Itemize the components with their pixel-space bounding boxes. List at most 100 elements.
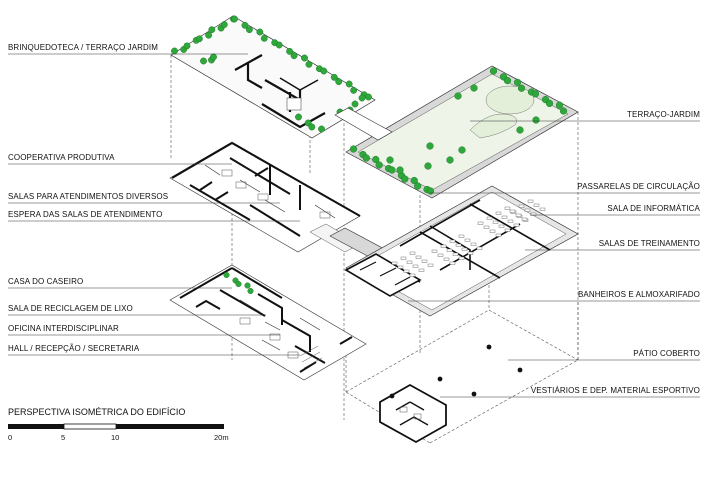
tree-icon — [559, 107, 568, 115]
desk — [509, 209, 516, 213]
desk — [521, 217, 528, 221]
desk — [397, 265, 404, 269]
desk — [504, 206, 511, 210]
scale-tick-20: 20m — [214, 433, 229, 442]
tree-icon — [256, 28, 264, 36]
tree-icon — [410, 176, 418, 185]
tree-icon — [454, 92, 462, 100]
tree-icon — [426, 142, 434, 150]
tree-icon — [517, 84, 526, 92]
desk — [464, 238, 471, 242]
tree-icon — [260, 34, 268, 42]
patio-columns — [389, 344, 523, 399]
tree-icon — [426, 187, 435, 195]
tree-icon — [286, 47, 294, 55]
tree-icon — [244, 282, 251, 289]
desk — [539, 207, 546, 211]
tree-icon — [375, 161, 383, 169]
tree-icon — [195, 35, 203, 43]
floor-vestiarios — [379, 383, 447, 444]
label-treinamento: SALAS DE TREINAMENTO — [598, 239, 700, 248]
tree-icon — [388, 166, 396, 174]
label-passarelas: PASSARELAS DE CIRCULAÇÃO — [577, 182, 700, 191]
label-casa-caseiro: CASA DO CASEIRO — [8, 277, 84, 286]
desk — [449, 239, 456, 243]
tree-icon — [183, 42, 191, 50]
desk — [409, 251, 416, 255]
label-terraco-jardim: TERRAÇO-JARDIM — [627, 110, 700, 119]
tree-icon — [305, 60, 313, 68]
tree-icon — [245, 26, 253, 34]
tree-icon — [235, 281, 242, 288]
tree-icon — [220, 21, 228, 28]
desk — [391, 261, 398, 265]
tree-icon — [365, 93, 372, 101]
tree-icon — [372, 155, 380, 164]
label-oficina: OFICINA INTERDISCIPLINAR — [8, 324, 119, 333]
tree-icon — [351, 100, 359, 108]
tree-icon — [210, 53, 217, 61]
tree-icon — [308, 123, 316, 131]
desk — [507, 219, 514, 223]
label-espera: ESPERA DAS SALAS DE ATENDIMENTO — [8, 210, 163, 219]
leader-lines — [8, 53, 700, 398]
tree-icon — [396, 166, 404, 174]
label-cooperativa: COOPERATIVA PRODUTIVA — [8, 153, 115, 162]
desk — [415, 255, 422, 259]
tree-icon — [516, 126, 524, 134]
desk — [486, 216, 493, 220]
scale-bar — [8, 423, 224, 430]
desk — [449, 261, 456, 265]
desk — [495, 233, 502, 237]
tree-icon — [350, 86, 358, 94]
floor-level1-left — [169, 264, 367, 381]
tree-icon — [241, 21, 249, 29]
tree-icon — [424, 162, 432, 170]
desk — [515, 213, 522, 217]
desk — [467, 251, 474, 255]
tree-icon — [320, 67, 328, 75]
scale-tick-0: 0 — [8, 433, 13, 442]
desk — [427, 263, 434, 267]
tree-icon — [330, 73, 338, 81]
label-vestiarios: VESTIÁRIOS E DEP. MATERIAL ESPORTIVO — [530, 386, 700, 395]
desk — [495, 211, 502, 215]
desk — [477, 221, 484, 225]
tree-icon — [362, 154, 370, 162]
tree-icon — [513, 78, 522, 87]
scale-title: PERSPECTIVA ISOMÉTRICA DO EDIFÍCIO — [8, 407, 186, 417]
tree-icon — [345, 80, 353, 88]
tree-icon — [545, 99, 554, 108]
desk — [483, 225, 490, 229]
tree-icon — [470, 84, 478, 92]
tree-icon — [171, 47, 178, 55]
roof-terraco-jardim — [334, 65, 579, 199]
floor-level2-left — [169, 141, 361, 253]
floor-training-block — [344, 185, 579, 317]
scale-tick-10: 10 — [111, 433, 120, 442]
desk — [489, 229, 496, 233]
desk — [455, 243, 462, 247]
tree-icon — [414, 182, 422, 190]
label-brinquedoteca: BRINQUEDOTECA / TERRAÇO JARDIM — [8, 43, 158, 52]
tree-icon — [231, 15, 238, 23]
tree-icon — [205, 31, 213, 39]
label-patio: PÁTIO COBERTO — [633, 349, 700, 358]
tree-icon — [446, 156, 454, 164]
desk — [470, 242, 477, 246]
scale-tick-5: 5 — [61, 433, 66, 442]
tree-icon — [318, 125, 325, 133]
desk — [400, 256, 407, 260]
desk — [504, 228, 511, 232]
tree-icon — [531, 90, 540, 98]
desk — [437, 253, 444, 257]
tree-icon — [349, 145, 358, 153]
label-salas-atendimento: SALAS PARA ATENDIMENTOS DIVERSOS — [8, 192, 169, 201]
desk — [498, 224, 505, 228]
label-banheiros: BANHEIROS E ALMOXARIFADO — [578, 290, 700, 299]
desk — [524, 208, 531, 212]
tree-icon — [503, 76, 512, 85]
desk — [458, 256, 465, 260]
tree-icon — [532, 116, 540, 124]
